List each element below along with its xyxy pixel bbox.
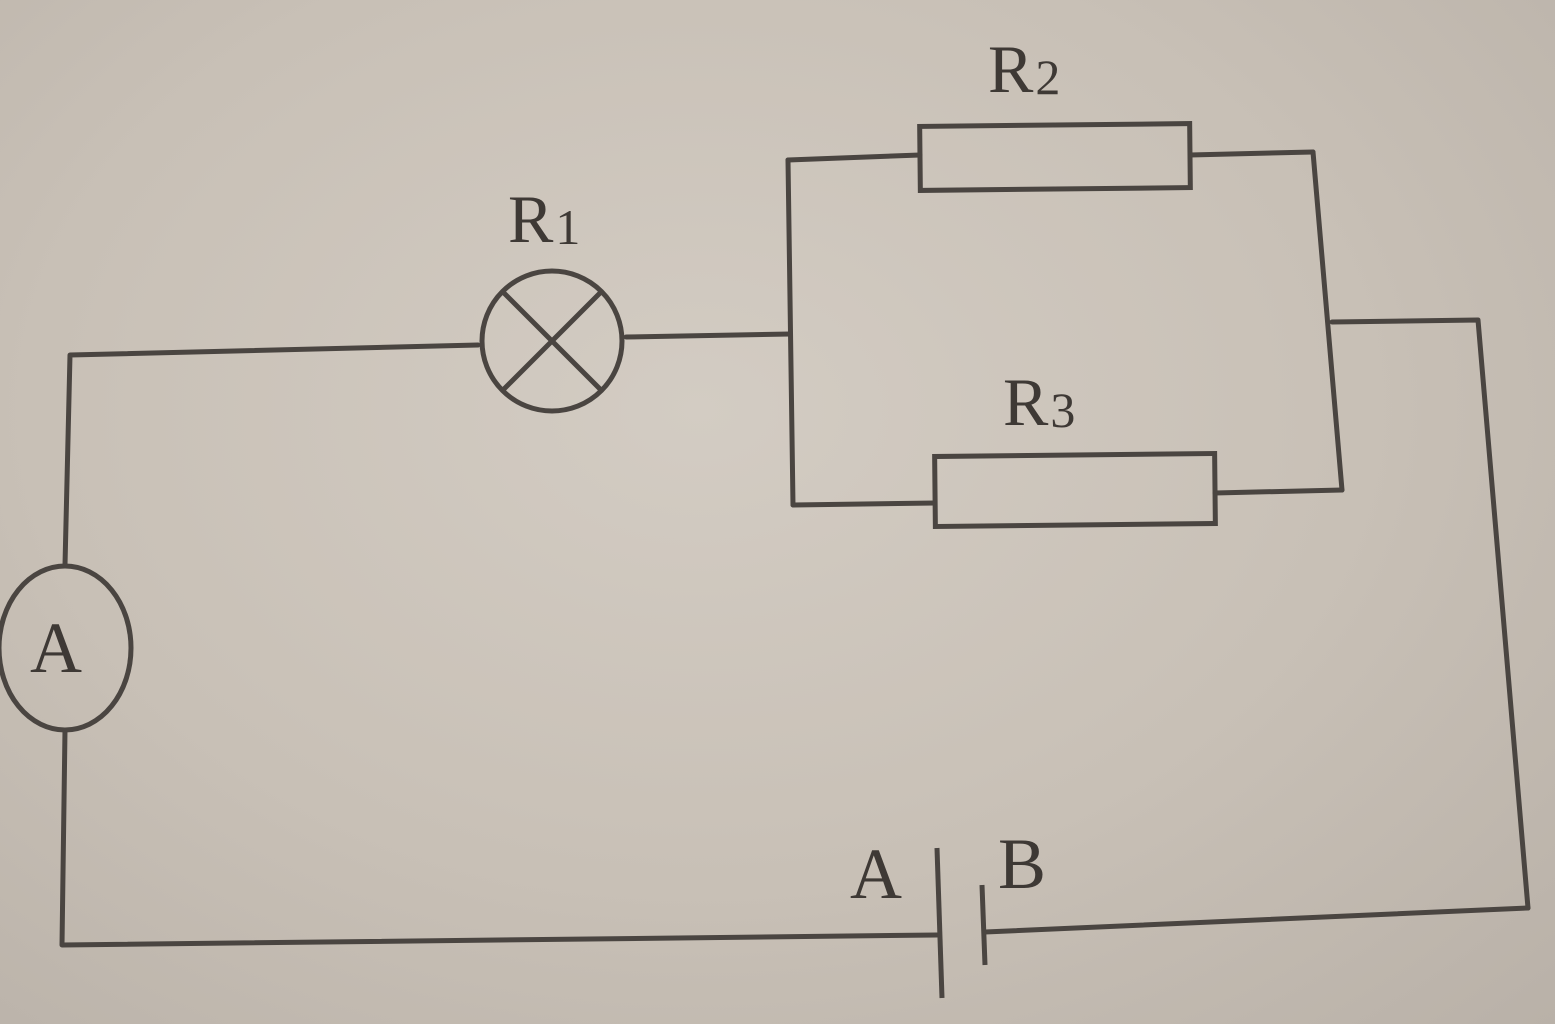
wire-bottom-left xyxy=(59,727,940,948)
wire-left-junction-vertical xyxy=(785,157,796,508)
wire-r2-left xyxy=(785,152,923,163)
lamp-r1 xyxy=(479,268,625,414)
label-r1-subscript: 1 xyxy=(555,199,580,255)
label-r2-subscript: 2 xyxy=(1035,49,1060,105)
wire-left-top xyxy=(62,342,481,568)
ammeter xyxy=(0,563,134,733)
wire-bottom-right xyxy=(982,905,1531,935)
wire-junction-to-right-edge xyxy=(1329,317,1531,911)
label-r3: R3 xyxy=(1003,364,1075,440)
resistor-r3 xyxy=(932,451,1218,529)
wire-r3-left xyxy=(790,500,938,508)
wire-right-junction-vertical xyxy=(1310,149,1345,493)
battery-label-a: A xyxy=(850,834,902,914)
label-r2: R2 xyxy=(988,31,1060,107)
wire-lamp-to-junction xyxy=(623,331,793,340)
battery xyxy=(934,847,988,999)
wire-r2-right xyxy=(1187,149,1316,158)
wire-r3-right xyxy=(1212,487,1345,496)
ammeter-label: A xyxy=(30,608,82,688)
label-r3-subscript: 3 xyxy=(1050,382,1075,438)
resistor-r2 xyxy=(917,121,1193,193)
label-r1: R1 xyxy=(508,181,580,257)
battery-label-b: B xyxy=(998,824,1046,904)
